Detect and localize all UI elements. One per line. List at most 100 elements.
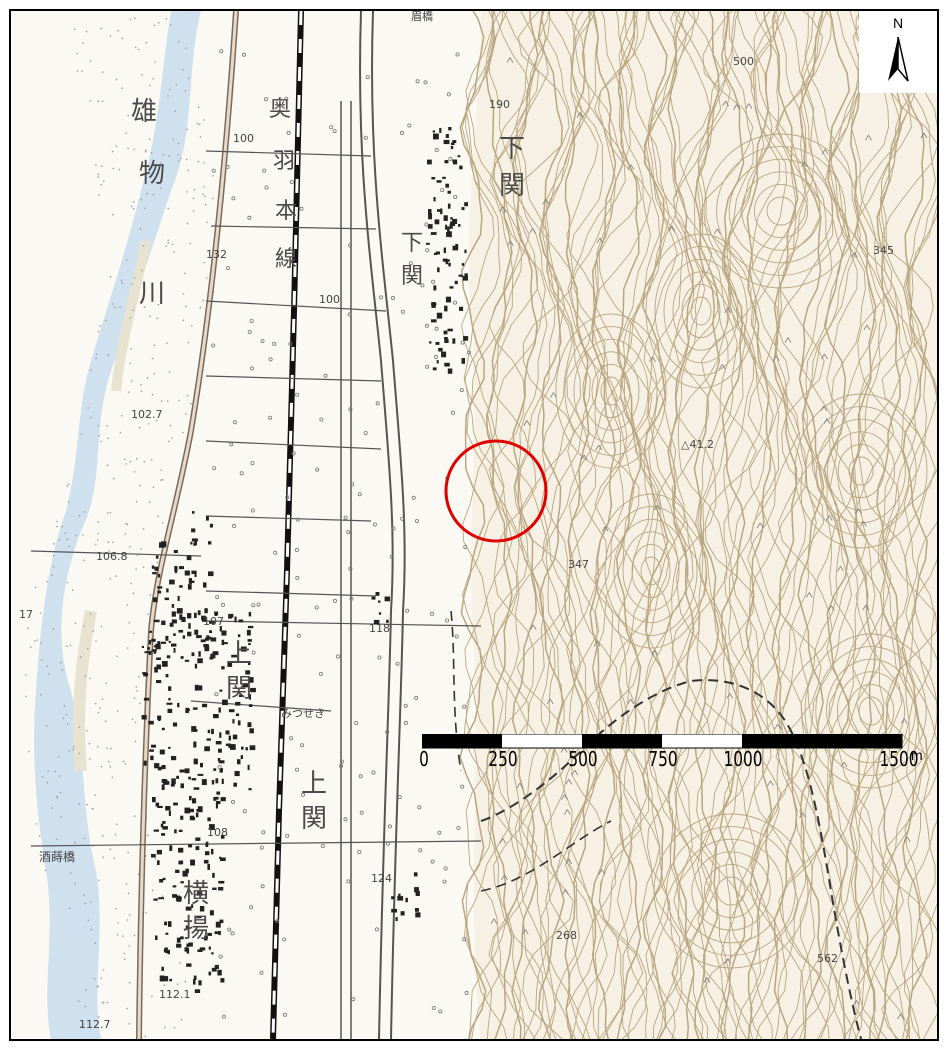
contour-loop xyxy=(716,146,846,276)
building xyxy=(186,947,190,954)
orchard-symbol xyxy=(285,833,290,838)
building xyxy=(447,190,451,194)
building xyxy=(218,748,222,753)
building xyxy=(222,699,228,706)
sand-dot xyxy=(128,622,130,624)
orchard-symbol xyxy=(319,417,324,422)
sand-dot xyxy=(140,384,142,386)
building xyxy=(173,802,178,806)
building xyxy=(232,734,238,740)
building xyxy=(157,715,162,720)
sand-dot xyxy=(87,407,89,409)
forest-symbol xyxy=(745,103,753,109)
orchard-symbol xyxy=(289,179,294,184)
building xyxy=(204,608,208,614)
building xyxy=(155,935,158,940)
building xyxy=(247,639,252,642)
sand-dot xyxy=(36,639,39,641)
sand-dot xyxy=(107,760,110,763)
orchard-symbol xyxy=(423,80,428,85)
sand-dot xyxy=(125,522,127,525)
orchard-symbol xyxy=(289,736,294,741)
sand-dot xyxy=(53,566,55,568)
building xyxy=(184,807,191,814)
sand-dot xyxy=(205,277,208,279)
sand-dot xyxy=(38,835,41,837)
sand-dot xyxy=(129,914,131,916)
sand-dot xyxy=(40,642,42,644)
orchard-symbol xyxy=(314,605,319,610)
building xyxy=(171,756,177,761)
building xyxy=(400,911,405,916)
sand-dot xyxy=(150,152,153,154)
sand-dot xyxy=(107,512,109,514)
sand-dot xyxy=(187,341,190,344)
orchard-symbol xyxy=(454,634,459,639)
sand-dot xyxy=(139,228,142,230)
forest-symbol xyxy=(920,132,928,139)
building xyxy=(431,177,436,180)
orchard-symbol xyxy=(429,611,434,616)
building xyxy=(164,921,168,926)
orchard-symbol xyxy=(442,879,447,884)
building xyxy=(143,672,146,677)
building xyxy=(181,616,186,622)
sand-dot xyxy=(126,523,128,526)
building xyxy=(221,778,224,784)
contour-line xyxy=(540,11,582,1039)
building xyxy=(234,616,237,623)
building xyxy=(433,133,439,140)
sand-dot xyxy=(157,303,160,306)
building xyxy=(459,306,464,311)
orchard-symbol xyxy=(232,420,237,425)
sand-dot xyxy=(162,154,165,156)
orchard-symbol xyxy=(405,608,410,613)
sand-dot xyxy=(117,922,119,924)
place-shimoseki-1: 下 xyxy=(499,134,526,164)
forest-symbol xyxy=(853,1000,860,1006)
building xyxy=(190,859,195,866)
contour-line xyxy=(566,11,609,1039)
forest-symbol xyxy=(598,869,606,875)
sand-dot xyxy=(127,147,129,150)
contour-loop xyxy=(703,133,859,289)
contour-line xyxy=(459,11,487,1039)
contour-line xyxy=(569,11,626,1039)
orchard-symbol xyxy=(414,518,419,523)
orchard-symbol xyxy=(397,795,402,800)
scale-unit: m xyxy=(911,747,923,763)
orchard-symbol xyxy=(403,720,408,725)
sand-dot xyxy=(97,330,100,333)
sand-dot xyxy=(152,193,155,196)
sand-dot xyxy=(168,371,171,373)
river-label-1: 雄 xyxy=(131,97,158,127)
forest-symbol xyxy=(900,718,908,724)
building xyxy=(219,689,223,692)
sand-dot xyxy=(187,77,190,79)
orchard-symbol xyxy=(346,879,351,884)
sand-dot xyxy=(68,750,71,752)
sand-dot xyxy=(107,354,109,356)
orchard-symbol xyxy=(400,516,405,521)
building xyxy=(176,775,179,779)
forest-symbol xyxy=(627,164,635,170)
sand-dot xyxy=(56,838,58,841)
building xyxy=(164,597,169,601)
building xyxy=(156,680,162,684)
sand-dot xyxy=(136,457,138,460)
building xyxy=(193,787,200,790)
forest-symbol xyxy=(821,353,828,360)
place-mitsuseki: みつせき xyxy=(281,707,325,720)
building xyxy=(378,612,382,615)
building xyxy=(185,707,189,714)
contour-loop xyxy=(622,531,680,611)
sand-dot xyxy=(111,776,114,779)
building xyxy=(165,806,171,811)
elev-100a: 100 xyxy=(233,132,254,145)
building xyxy=(189,815,195,821)
sand-dot xyxy=(155,419,158,422)
sand-dot xyxy=(172,138,174,141)
sand-dot xyxy=(25,695,27,698)
sand-dot xyxy=(73,28,76,31)
contour-line xyxy=(669,11,704,1039)
